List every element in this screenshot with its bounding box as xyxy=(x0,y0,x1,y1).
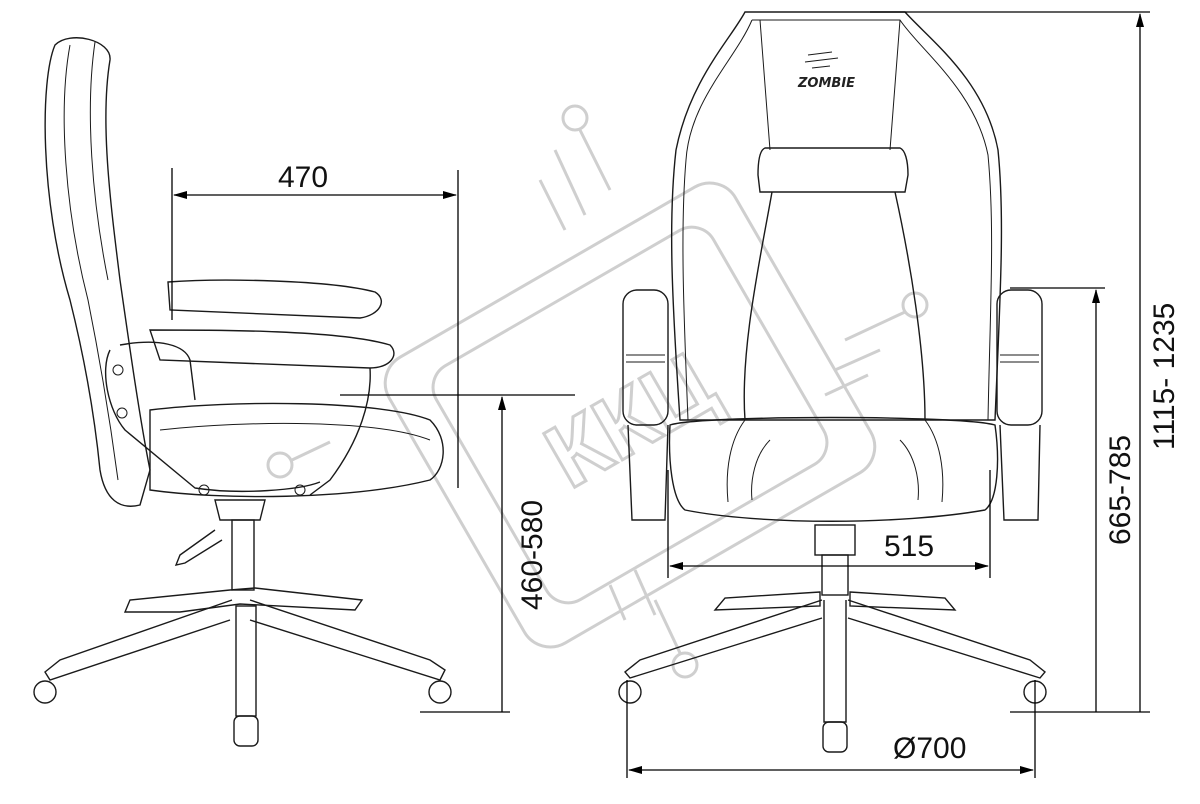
depth-label: 470 xyxy=(278,161,328,194)
dimension-seat-height: 460-580 xyxy=(340,394,575,713)
total-height-label: 1115- 1235 xyxy=(1148,303,1181,450)
dimension-armrest-height: 665-785 xyxy=(1010,287,1150,713)
base-diameter-label: Ø700 xyxy=(893,732,966,765)
seat-height-label: 460-580 xyxy=(516,500,549,610)
front-view-chair: ZOMBIE xyxy=(618,11,1047,753)
dimension-total-height: 1115- 1235 xyxy=(870,11,1181,712)
dimension-depth: 470 xyxy=(171,161,459,488)
side-view-chair xyxy=(33,37,452,747)
dimension-seat-width: 515 xyxy=(667,470,991,578)
logo-text: ZOMBIE xyxy=(797,76,855,91)
seat-width-label: 515 xyxy=(884,530,934,563)
brand-logo: ZOMBIE xyxy=(797,51,855,91)
armrest-height-label: 665-785 xyxy=(1104,435,1137,545)
dimension-base-diameter: Ø700 xyxy=(626,680,1036,778)
